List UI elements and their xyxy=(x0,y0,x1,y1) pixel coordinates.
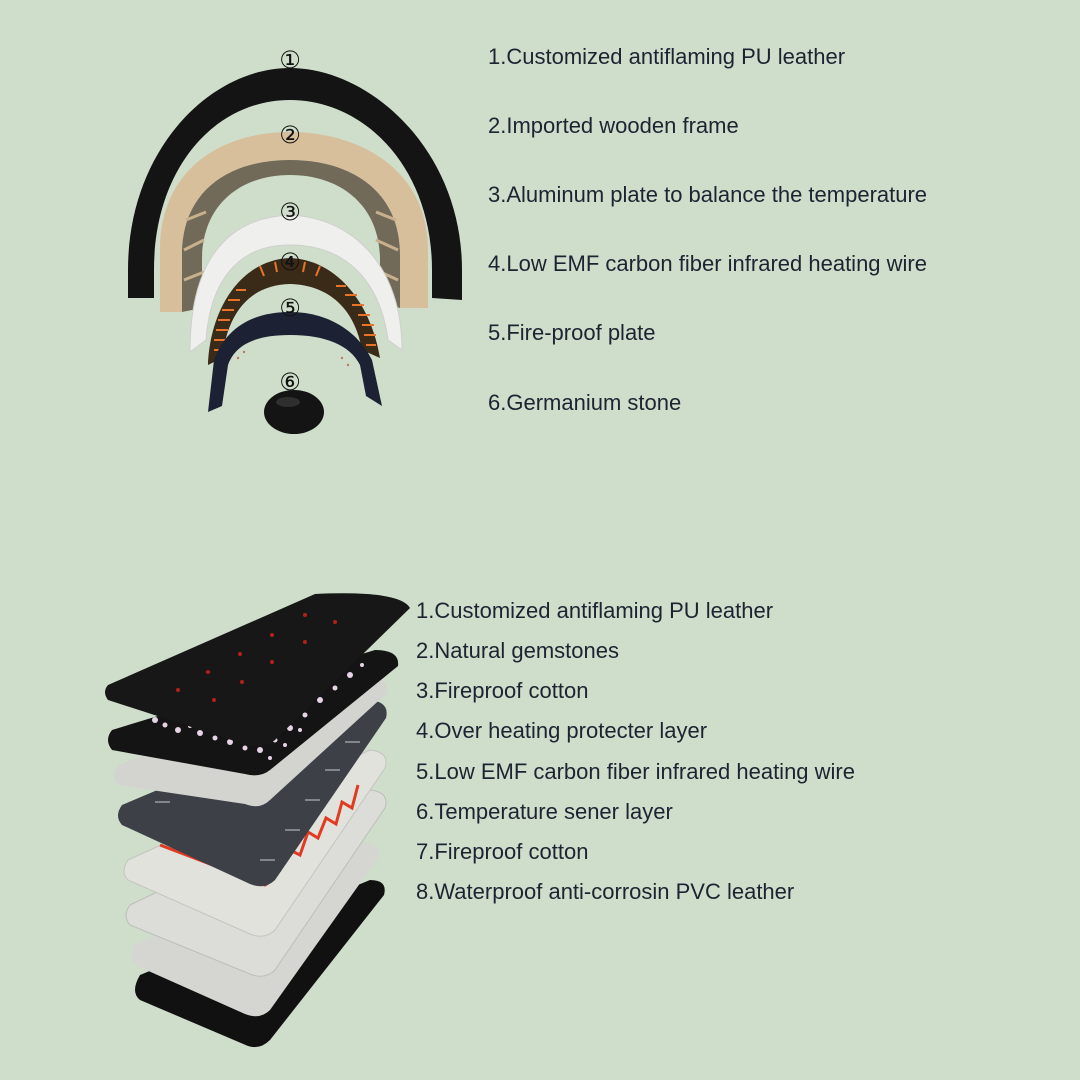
mat-layers-illustration xyxy=(105,593,410,1048)
mat-label-8: 8.Waterproof anti-corrosin PVC leather xyxy=(416,879,795,904)
mat-label-4: 4.Over heating protecter layer xyxy=(416,718,708,743)
marker-1: ① xyxy=(279,46,301,74)
mat-exploded-diagram xyxy=(100,580,420,1060)
heating-wire-arc xyxy=(208,258,380,365)
dome-label-1: 1.Customized antiflaming PU leather xyxy=(488,44,846,69)
pu-leather-layer xyxy=(105,593,410,747)
germanium-stone xyxy=(264,390,324,434)
dome-exploded-diagram: ① ② ③ ④ ⑤ ⑥ xyxy=(110,40,490,440)
marker-2: ② xyxy=(279,121,301,149)
marker-6: ⑥ xyxy=(279,368,301,396)
dome-layers-illustration: ① ② ③ ④ ⑤ ⑥ xyxy=(128,46,462,434)
wooden-frame-arc xyxy=(160,132,428,312)
mat-label-1: 1.Customized antiflaming PU leather xyxy=(416,598,774,623)
mat-label-7: 7.Fireproof cotton xyxy=(416,839,589,864)
dome-label-5: 5.Fire-proof plate xyxy=(488,320,656,345)
marker-4: ④ xyxy=(279,248,301,276)
dome-label-4: 4.Low EMF carbon fiber infrared heating … xyxy=(488,251,927,276)
mat-label-6: 6.Temperature sener layer xyxy=(416,799,673,824)
mat-label-5: 5.Low EMF carbon fiber infrared heating … xyxy=(416,759,855,784)
marker-5: ⑤ xyxy=(279,294,301,322)
pu-leather-arc xyxy=(128,68,462,300)
fire-proof-plate-arc xyxy=(208,312,382,412)
aluminum-plate-arc xyxy=(189,214,403,354)
dome-label-3: 3.Aluminum plate to balance the temperat… xyxy=(488,182,928,207)
dome-label-6: 6.Germanium stone xyxy=(488,390,682,415)
marker-3: ③ xyxy=(279,198,301,226)
mat-label-2: 2.Natural gemstones xyxy=(416,638,619,663)
dome-label-2: 2.Imported wooden frame xyxy=(488,113,739,138)
mat-label-3: 3.Fireproof cotton xyxy=(416,678,589,703)
